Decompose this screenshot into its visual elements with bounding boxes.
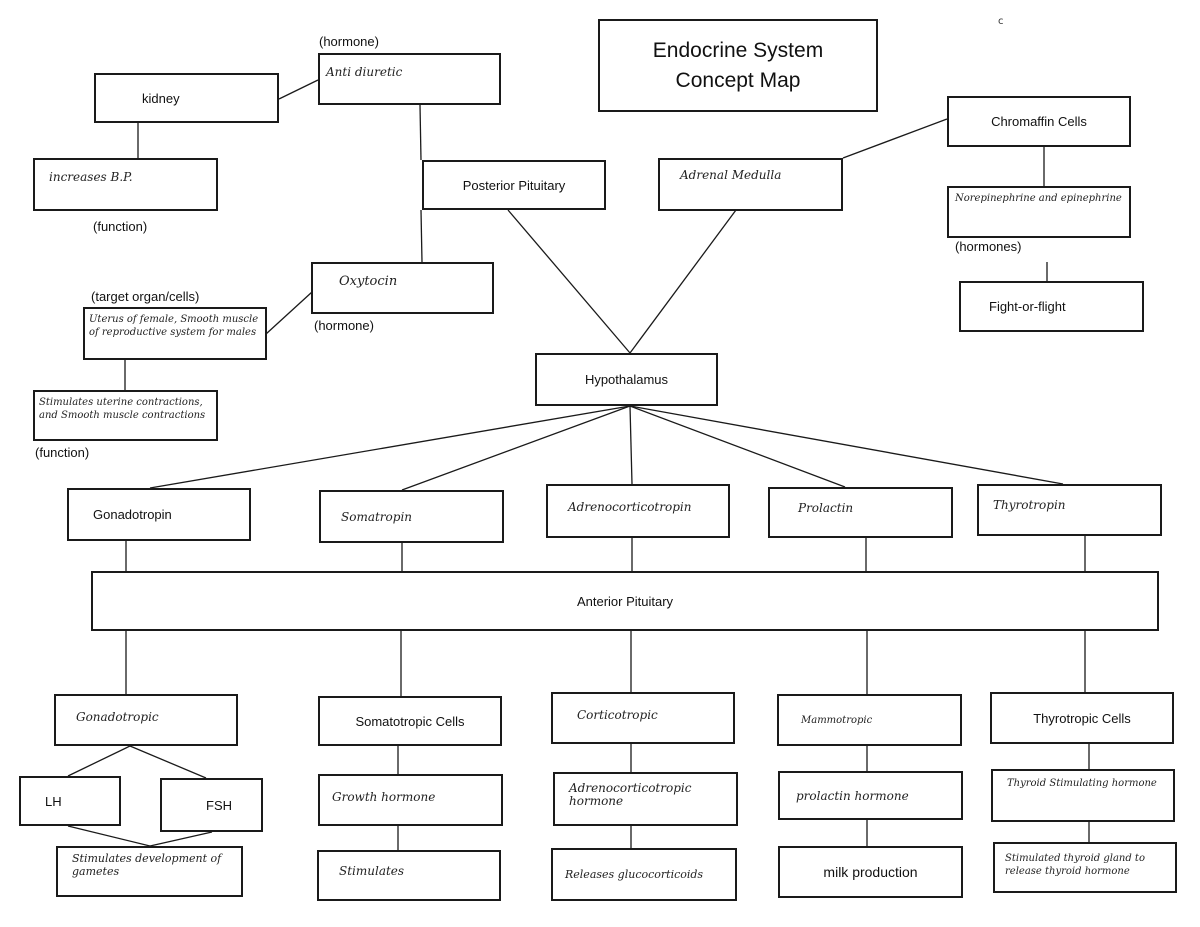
edge-gonadotropic-lh (67, 745, 131, 777)
node-gonadotropin: Gonadotropin (67, 488, 251, 541)
node-prolactin-hormone: prolactin hormone (778, 771, 963, 820)
label-function-kidney: (function) (93, 219, 148, 234)
label-hormone-antidiuretic: (hormone) (319, 34, 379, 49)
node-corticotropic: Corticotropic (551, 692, 735, 744)
edge-adrenal-hypothalamus (629, 209, 737, 354)
edge-hypo-thyrotropin (629, 405, 1064, 485)
label-hormone-oxytocin: (hormone) (314, 318, 374, 333)
node-growth-hormone: Growth hormone (318, 774, 503, 826)
node-somatotropic-cells: Somatotropic Cells (318, 696, 502, 746)
node-somatropin: Somatropin (319, 490, 504, 543)
edge-gonadotropic-fsh (129, 745, 207, 779)
edge-posterior-hypothalamus (507, 209, 631, 354)
title-line-2: Concept Map (675, 68, 801, 92)
node-stimulated-thyroid: Stimulated thyroid gland to release thyr… (993, 842, 1177, 893)
edge-hypo-prolactin (629, 405, 846, 488)
node-milk-production: milk production (778, 846, 963, 898)
node-gonadotropic: Gonadotropic (54, 694, 238, 746)
label-hormones-chromaffin: (hormones) (955, 239, 1022, 254)
node-fsh: FSH (160, 778, 263, 832)
node-increases-bp: increases B.P. (33, 158, 218, 211)
node-anterior-pituitary: Anterior Pituitary (91, 571, 1159, 631)
node-adrenocorticotropin: Adrenocorticotropin (546, 484, 730, 538)
edge-oxytocin-uterus (265, 291, 313, 335)
node-adrenal-medulla: Adrenal Medulla (658, 158, 843, 211)
edge-hypo-somatropin (401, 405, 631, 491)
node-kidney: kidney (94, 73, 279, 123)
node-posterior-pituitary: Posterior Pituitary (422, 160, 606, 210)
node-antidiuretic: Anti diuretic (318, 53, 501, 105)
node-stimulates: Stimulates (317, 850, 501, 901)
edge-fsh-gametes (149, 831, 213, 847)
node-thyrotropic-cells: Thyrotropic Cells (990, 692, 1174, 744)
label-target-organ: (target organ/cells) (91, 289, 200, 304)
node-thyrotropin: Thyrotropin (977, 484, 1162, 536)
node-acth: Adrenocorticotropic hormone (553, 772, 738, 826)
edge-lh-gametes (67, 825, 151, 847)
node-stimulates-gametes: Stimulates development of gametes (56, 846, 243, 897)
edge-posterior-oxytocin (420, 209, 423, 263)
edge-kidney-antidiuretic (278, 79, 319, 100)
node-oxytocin: Oxytocin (311, 262, 494, 314)
node-norepinephrine: Norepinephrine and epinephrine (947, 186, 1131, 238)
node-lh: LH (19, 776, 121, 826)
node-hypothalamus: Hypothalamus (535, 353, 718, 406)
title-line-1: Endocrine System (652, 38, 824, 62)
node-uterus: Uterus of female, Smooth muscle of repro… (83, 307, 267, 360)
node-stimulates-uterine: Stimulates uterine contractions, and Smo… (33, 390, 218, 441)
edge-hypo-adreno (629, 405, 633, 485)
stray-mark: c (998, 16, 1004, 27)
node-prolactin: Prolactin (768, 487, 953, 538)
title-box: Endocrine System Concept Map (598, 19, 878, 112)
edge-adrenal-chromaffin (842, 118, 948, 159)
node-mammotropic: Mammotropic (777, 694, 962, 746)
node-thyroid-stimulating: Thyroid Stimulating hormone (991, 769, 1175, 822)
node-fight-or-flight: Fight-or-flight (959, 281, 1144, 332)
node-releases-glucocorticoids: Releases glucocorticoids (551, 848, 737, 901)
edge-antidiuretic-posterior (419, 104, 422, 161)
node-chromaffin-cells: Chromaffin Cells (947, 96, 1131, 147)
label-function-oxytocin: (function) (35, 445, 90, 460)
edge-hypo-gonadotropin (149, 405, 631, 489)
